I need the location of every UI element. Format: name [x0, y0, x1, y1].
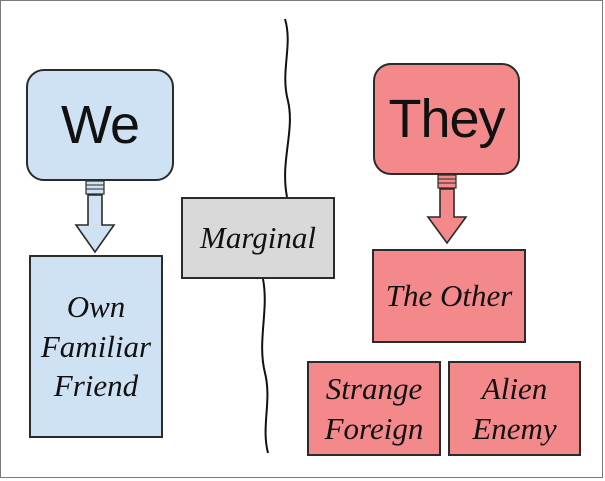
- strange-foreign-box: Strange Foreign: [307, 361, 441, 456]
- we-box: We: [26, 69, 174, 181]
- marginal-label: Marginal: [200, 220, 316, 256]
- they-label: They: [388, 89, 505, 149]
- they-arrow: [426, 174, 468, 245]
- marginal-box: Marginal: [181, 197, 335, 279]
- we-arrow: [74, 180, 116, 254]
- the-other-label: The Other: [385, 278, 513, 314]
- own-familiar-friend-box: Own Familiar Friend: [29, 255, 163, 438]
- alien-enemy-box: Alien Enemy: [448, 361, 581, 456]
- we-label: We: [60, 95, 140, 155]
- the-other-box: The Other: [372, 249, 526, 343]
- they-box: They: [373, 63, 520, 175]
- strange-foreign-label: Strange Foreign: [324, 370, 424, 446]
- own-familiar-friend-label: Own Familiar Friend: [40, 288, 152, 404]
- alien-enemy-label: Alien Enemy: [472, 370, 557, 446]
